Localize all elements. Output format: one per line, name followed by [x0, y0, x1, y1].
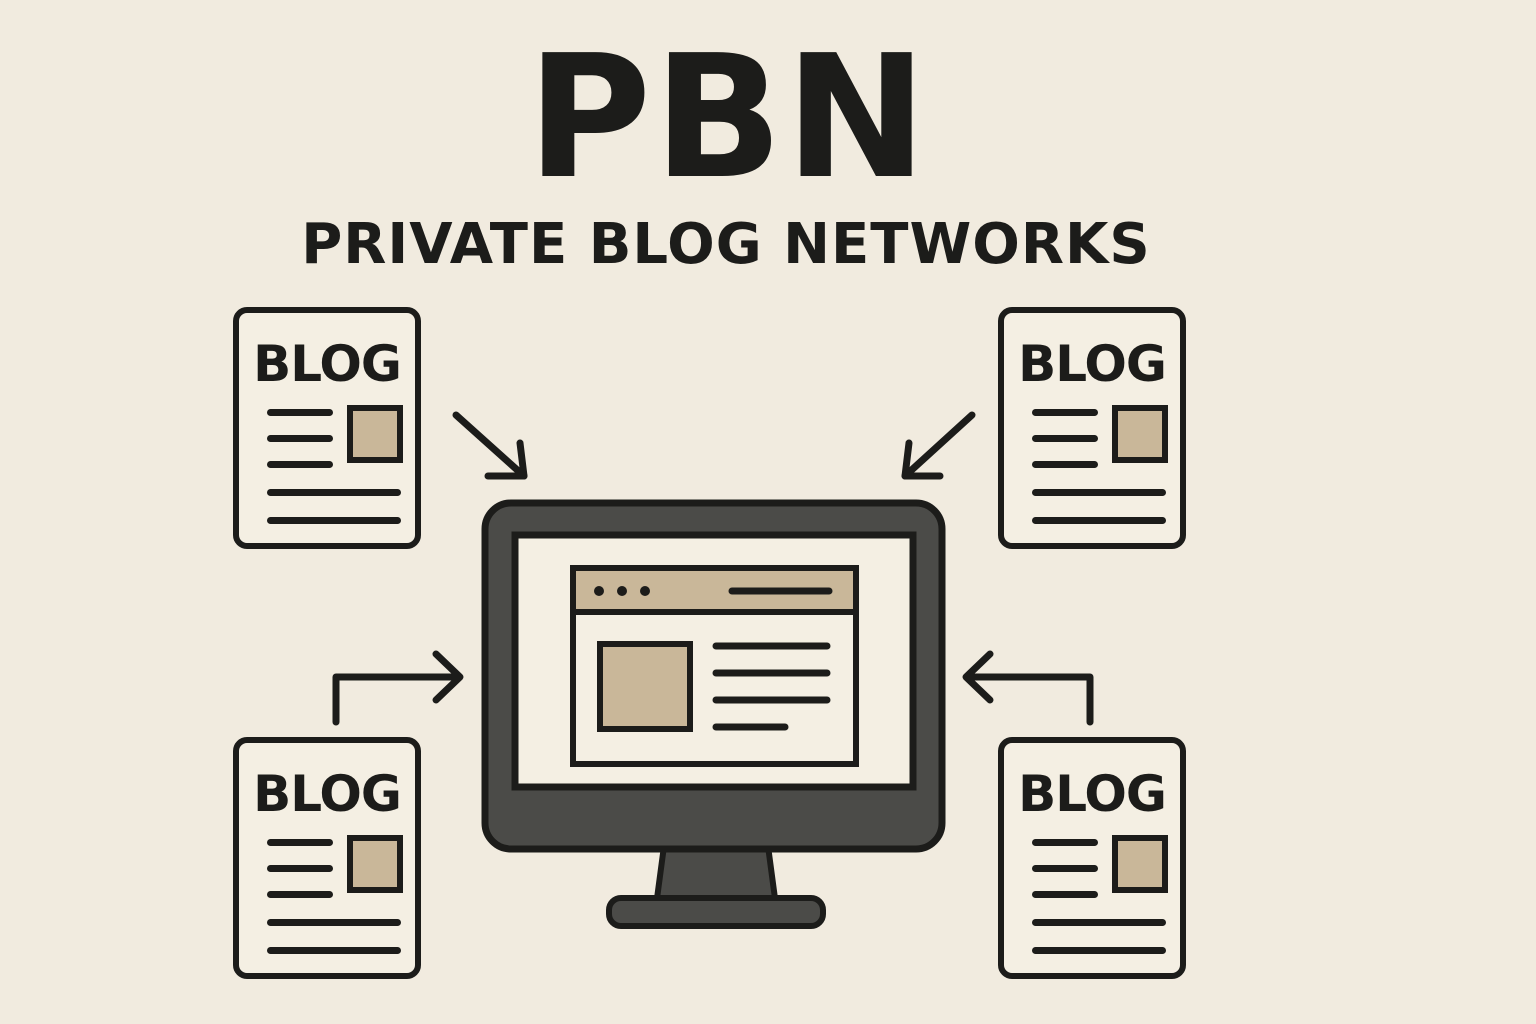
- browser-dot-icon: [594, 586, 604, 596]
- browser-dot-icon: [640, 586, 650, 596]
- text-line: [1032, 919, 1166, 926]
- browser-dot-icon: [617, 586, 627, 596]
- text-line: [267, 919, 401, 926]
- arrow-icon: [962, 650, 1094, 726]
- blog-document-icon: BLOG: [233, 307, 421, 549]
- text-line: [1032, 461, 1098, 468]
- image-placeholder-icon: [347, 835, 403, 893]
- page-subtitle: PRIVATE BLOG NETWORKS: [301, 212, 1151, 277]
- image-placeholder-icon: [347, 405, 403, 463]
- text-line: [267, 865, 333, 872]
- text-line: [1032, 489, 1166, 496]
- text-line: [1032, 865, 1098, 872]
- image-placeholder-icon: [1112, 835, 1168, 893]
- text-line: [267, 489, 401, 496]
- blog-document-icon: BLOG: [998, 307, 1186, 549]
- blog-document-icon: BLOG: [998, 737, 1186, 979]
- arrow-icon: [452, 411, 528, 480]
- monitor-base: [606, 895, 826, 929]
- text-line: [1032, 409, 1098, 416]
- text-line: [1032, 435, 1098, 442]
- image-placeholder-icon: [1112, 405, 1168, 463]
- text-line: [267, 517, 401, 524]
- arrow-icon: [332, 650, 464, 726]
- text-line: [267, 891, 333, 898]
- text-line: [267, 409, 333, 416]
- arrow-icon: [901, 411, 976, 480]
- text-line: [267, 839, 333, 846]
- text-line: [267, 947, 401, 954]
- blog-label: BLOG: [1018, 765, 1167, 823]
- text-line: [267, 461, 333, 468]
- blog-document-icon: BLOG: [233, 737, 421, 979]
- page-title: PBN: [526, 19, 930, 217]
- text-line: [1032, 947, 1166, 954]
- blog-label: BLOG: [253, 765, 402, 823]
- image-placeholder-icon: [597, 641, 693, 732]
- blog-label: BLOG: [1018, 335, 1167, 393]
- text-line: [1032, 839, 1098, 846]
- browser-window-icon: [570, 565, 859, 767]
- text-line: [267, 435, 333, 442]
- blog-label: BLOG: [253, 335, 402, 393]
- text-line: [1032, 891, 1098, 898]
- text-line: [1032, 517, 1166, 524]
